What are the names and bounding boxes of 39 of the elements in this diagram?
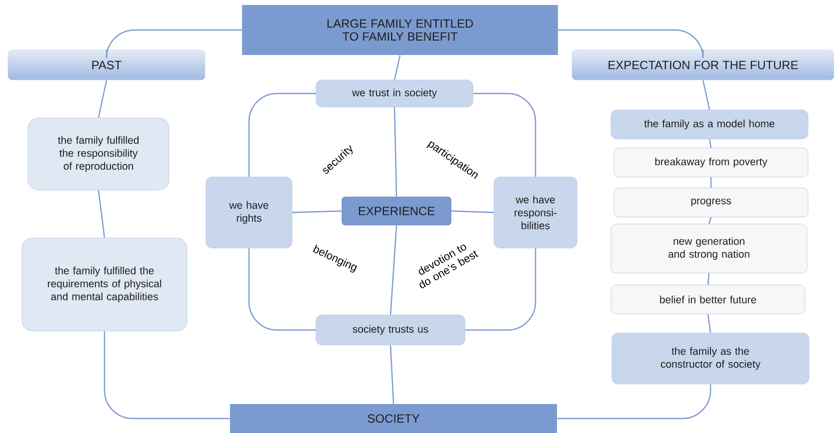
connector-line — [394, 107, 398, 197]
text-box: breakaway from poverty — [614, 148, 808, 178]
heading-band: PAST — [8, 50, 206, 80]
concept-box: society trusts us — [316, 314, 466, 346]
connector-line — [98, 190, 106, 238]
connector-line — [390, 225, 398, 315]
connector-line — [465, 248, 536, 331]
connector-line — [708, 139, 712, 148]
text-box: the family as the constructor of society — [612, 332, 810, 384]
title-box: LARGE FAMILY ENTITLED TO FAMILY BENEFIT — [242, 5, 558, 55]
heading-band: EXPECTATION FOR THE FUTURE — [572, 50, 834, 80]
center-box: EXPERIENCE — [342, 196, 452, 226]
connector-line — [702, 80, 710, 110]
text-box: the family fulfilled the requirements of physical and mental capabilities — [22, 238, 188, 332]
text-box: belief in better future — [610, 284, 806, 314]
connector-line — [248, 92, 316, 177]
connector-line — [248, 248, 316, 331]
society-box: SOCIETY — [230, 404, 557, 433]
connector-line — [557, 384, 712, 420]
connector-line — [710, 177, 712, 188]
connector-line — [394, 55, 401, 80]
concept-box: we have responsi- bilities — [494, 176, 578, 248]
connector-line — [98, 80, 108, 118]
text-box: progress — [614, 188, 808, 218]
connector-line — [104, 331, 230, 420]
concept-box: we have rights — [206, 176, 292, 248]
text-box: new generation and strong nation — [610, 224, 808, 274]
text-box: the family as a model home — [610, 110, 808, 140]
concept-box: we trust in society — [316, 80, 474, 108]
text-box: the family fulfilled the responsibility of reproduction — [28, 118, 170, 190]
connector-line — [558, 29, 704, 59]
connector-line — [390, 345, 394, 404]
connector-line — [106, 29, 242, 59]
connector-line — [707, 314, 712, 333]
connector-line — [473, 92, 536, 177]
connector-line — [707, 273, 710, 285]
connector-line — [292, 210, 342, 214]
connector-line — [451, 210, 494, 214]
connector-line — [708, 217, 712, 224]
